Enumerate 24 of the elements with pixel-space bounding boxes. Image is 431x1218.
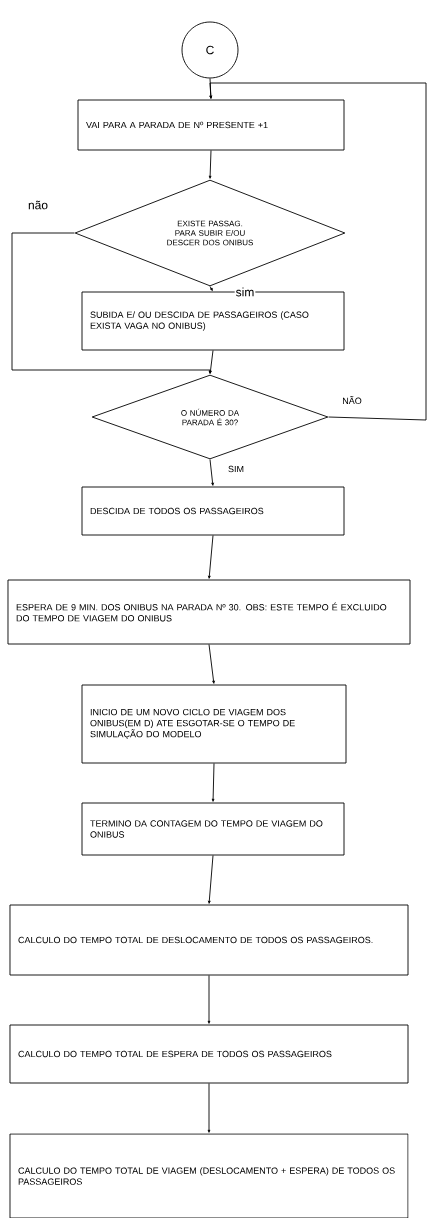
arrow xyxy=(208,535,214,579)
arrow xyxy=(207,1083,211,1133)
edge-label: sim xyxy=(234,286,256,298)
arrow xyxy=(207,855,214,904)
arrow xyxy=(209,82,427,421)
arrow xyxy=(211,763,215,802)
process-box: ESPERA DE 9 MIN. DOS ONIBUS NA PARADA Nº 30. OBS: ESTE TEMPO É EXCLUIDO DO TEMPO DE VIAGEM DO ONIBUS xyxy=(7,579,411,645)
process-box: TERMINO DA CONTAGEM DO TEMPO DE VIAGEM DO ONIBUS xyxy=(81,802,345,856)
process-box: CALCULO DO TEMPO TOTAL DE DESLOCAMENTO DE TODOS OS PASSAGEIROS. xyxy=(9,904,409,976)
edge-label: SIM xyxy=(227,464,245,474)
arrow xyxy=(11,232,212,374)
process-box: CALCULO DO TEMPO TOTAL DE ESPERA DE TODOS OS PASSAGEIROS xyxy=(9,1024,409,1084)
process-box: DESCIDA DE TODOS OS PASSAGEIROS xyxy=(81,486,345,536)
arrow xyxy=(209,286,213,291)
process-box: INICIO DE UM NOVO CICLO DE VIAGEM DOS ONIBUS(EM D) ATE ESGOTAR-SE O TEMPO DE SIMULAÇÃO DO MODELO xyxy=(81,684,347,764)
arrow xyxy=(209,459,214,486)
arrow xyxy=(209,350,214,374)
process-box: VAI PARA A PARADA DE Nº PRESENTE +1 xyxy=(77,99,345,151)
arrow xyxy=(208,644,215,684)
arrow xyxy=(208,150,212,179)
edge-label: não xyxy=(27,199,49,211)
arrow xyxy=(207,975,211,1024)
process-box: CALCULO DO TEMPO TOTAL DE VIAGEM (DESLOCAMENTO + ESPERA) DE TODOS OS PASSAGEIROS xyxy=(9,1133,409,1218)
edge-label: NÃO xyxy=(341,395,363,405)
